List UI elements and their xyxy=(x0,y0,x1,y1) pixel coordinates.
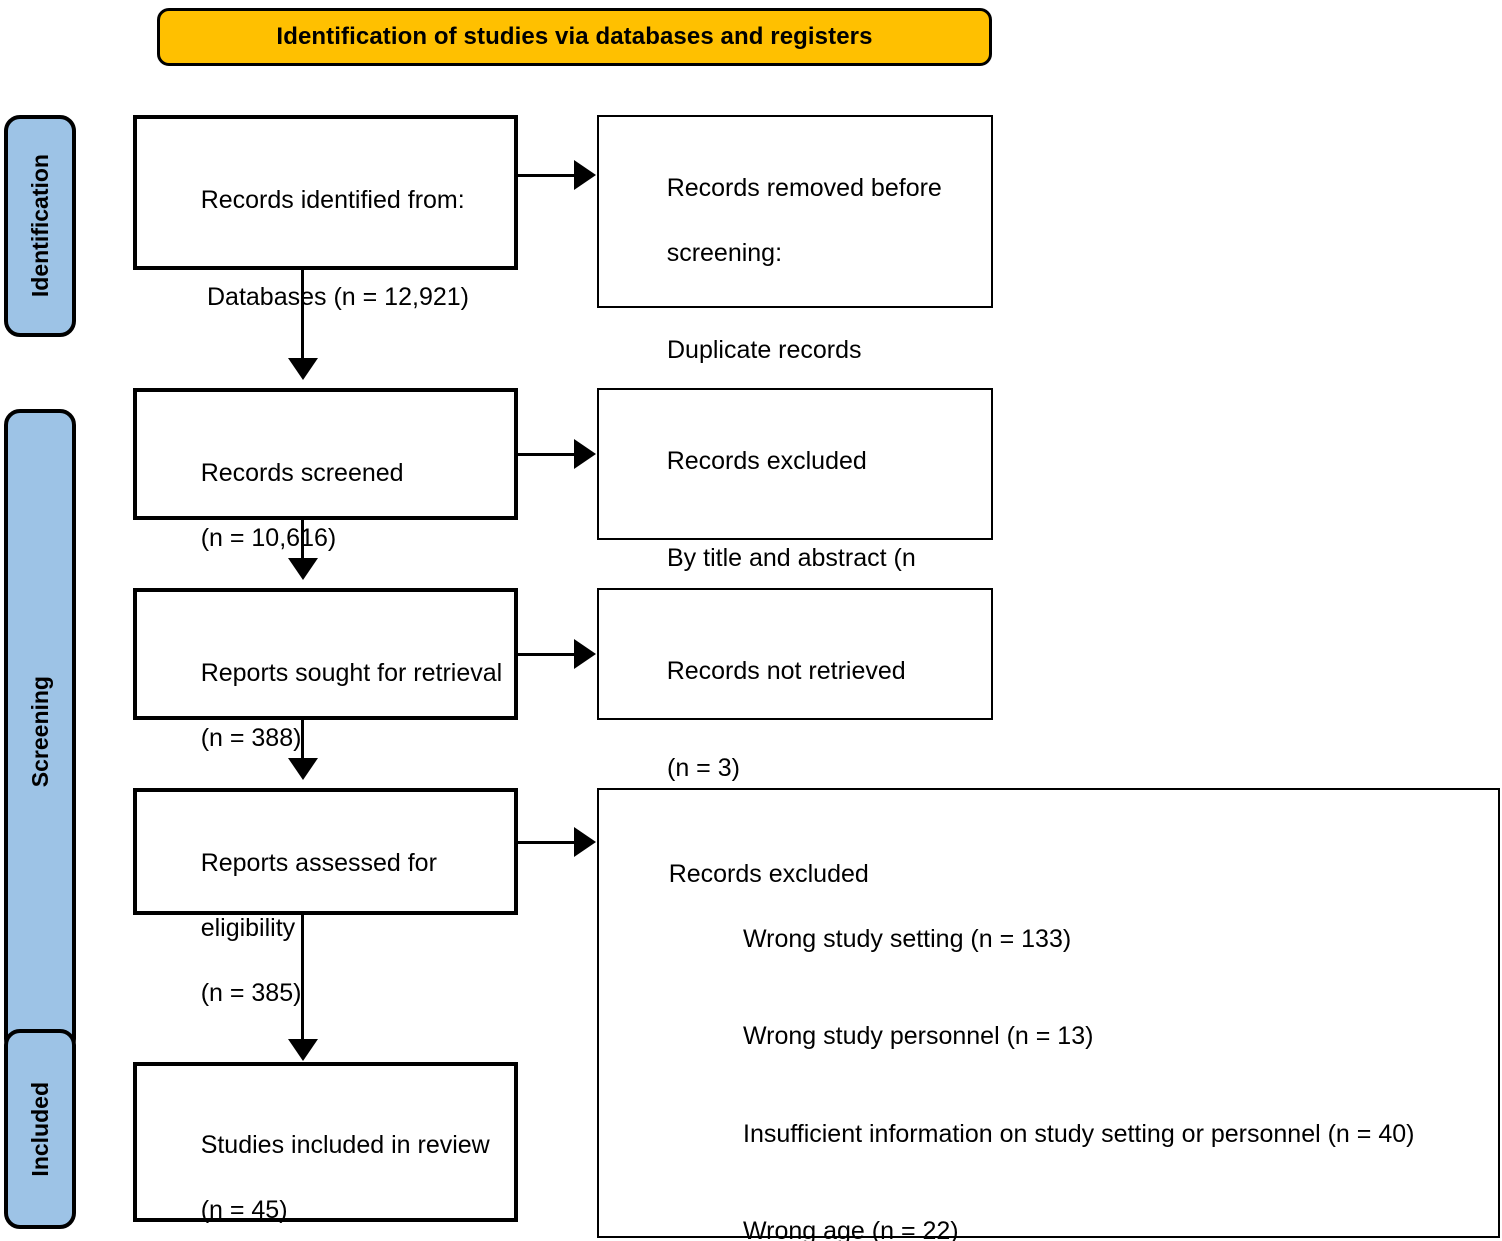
assessed-line2: eligibility xyxy=(200,913,296,942)
box-records-excluded-title-abstract: Records excluded By title and abstract (… xyxy=(597,388,993,637)
diagram-title-banner: Identification of studies via databases … xyxy=(157,8,992,66)
connector-sought-to-not-retrieved xyxy=(518,653,576,656)
box-records-identified: Records identified from: Databases (n = … xyxy=(133,115,518,311)
page-title: Identification of studies via databases … xyxy=(276,23,873,50)
included-line2: (n = 45) xyxy=(200,1195,288,1224)
arrow-sought-to-not-retrieved xyxy=(574,639,596,669)
sought-retrieval-line2: (n = 388) xyxy=(200,723,302,752)
arrow-screened-to-excluded xyxy=(574,439,596,469)
stage-label-screening: Screening xyxy=(4,409,76,1055)
exclusion-reason-item: Wrong study setting (n = 133) xyxy=(743,924,1072,953)
not-retrieved-line2: (n = 3) xyxy=(667,754,740,782)
box-records-screened: Records screened (n = 10,616) xyxy=(133,388,518,552)
records-identified-line2: Databases (n = 12,921) xyxy=(207,283,469,311)
box-records-excluded-reasons: Records excluded Wrong study setting (n … xyxy=(597,788,1500,1241)
records-removed-line3: Duplicate records xyxy=(667,336,862,364)
box-records-removed-before-screening: Records removed before screening: Duplic… xyxy=(597,115,993,462)
assessed-line3: (n = 385) xyxy=(200,978,302,1007)
included-line1: Studies included in review xyxy=(200,1130,490,1159)
arrow-identified-to-removed xyxy=(574,160,596,190)
connector-screened-to-excluded xyxy=(518,453,576,456)
stage-label-text: Included xyxy=(26,1081,53,1177)
connector-assessed-to-excluded xyxy=(518,841,576,844)
arrow-sought-to-assessed xyxy=(288,758,318,780)
arrow-identified-to-screened xyxy=(288,358,318,380)
box-reports-assessed-eligibility: Reports assessed for eligibility (n = 38… xyxy=(133,788,518,1007)
arrow-screened-to-sought xyxy=(288,558,318,580)
box-reports-sought-retrieval: Reports sought for retrieval (n = 388) xyxy=(133,588,518,752)
records-removed-line2: screening: xyxy=(666,238,783,267)
excluded-ta-line1: Records excluded xyxy=(666,446,867,475)
connector-screened-to-sought xyxy=(301,520,304,562)
box-studies-included: Studies included in review (n = 45) xyxy=(133,1062,518,1224)
excluded-ta-line2: By title and abstract (n xyxy=(667,544,916,572)
stage-label-text: Identification xyxy=(26,154,53,298)
records-removed-line1: Records removed before xyxy=(666,173,942,202)
arrow-assessed-to-included xyxy=(288,1039,318,1061)
stage-label-text: Screening xyxy=(26,676,53,788)
exclusion-reason-item: Wrong study personnel (n = 13) xyxy=(743,1022,1094,1050)
connector-sought-to-assessed xyxy=(301,720,304,762)
records-screened-line1: Records screened xyxy=(200,458,404,487)
box-records-not-retrieved: Records not retrieved (n = 3) xyxy=(597,588,993,782)
stage-label-identification: Identification xyxy=(4,115,76,337)
records-screened-line2: (n = 10,616) xyxy=(200,523,337,552)
connector-assessed-to-included xyxy=(301,915,304,1043)
records-excluded-title: Records excluded xyxy=(668,859,869,888)
arrow-assessed-to-excluded xyxy=(574,827,596,857)
sought-retrieval-line1: Reports sought for retrieval xyxy=(200,658,503,687)
exclusion-reason-item: Insufficient information on study settin… xyxy=(743,1119,1415,1148)
exclusion-reason-item: Wrong age (n = 22) xyxy=(743,1217,959,1241)
not-retrieved-line1: Records not retrieved xyxy=(666,656,906,685)
records-identified-line1: Records identified from: xyxy=(200,185,465,214)
stage-label-included: Included xyxy=(4,1029,76,1229)
assessed-line1: Reports assessed for xyxy=(200,848,437,877)
connector-identified-to-screened xyxy=(301,270,304,362)
connector-identified-to-removed xyxy=(518,174,576,177)
